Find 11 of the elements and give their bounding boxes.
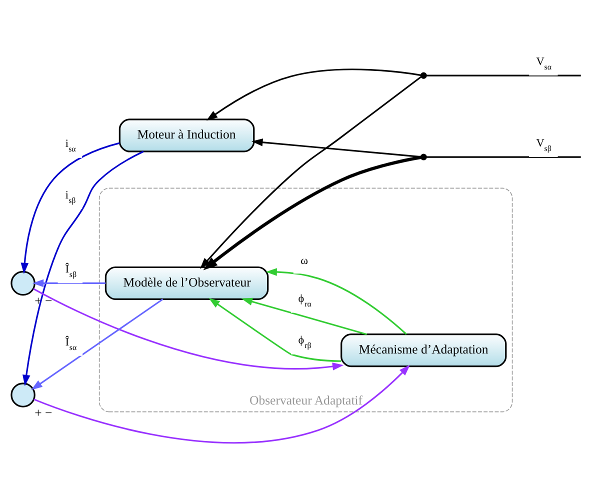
edge-label: ϕ$_{rβ}$ [298,334,312,350]
edge-label: i$_{sα}$ [65,138,76,154]
edge-label: ω [300,254,308,266]
node-label: + − [34,294,52,308]
edge-label: V$_{sα}$ [536,55,552,71]
node-label: + − [34,405,52,420]
edge-label: V$_{sβ}$ [536,136,552,152]
edge-label: ϕ$_{rα}$ [298,292,312,308]
edge-label: i$_{sβ}$ [65,188,76,204]
edge-label: Î$_{sα}$ [65,336,77,352]
edge-label: Î$_{sβ}$ [65,263,77,279]
